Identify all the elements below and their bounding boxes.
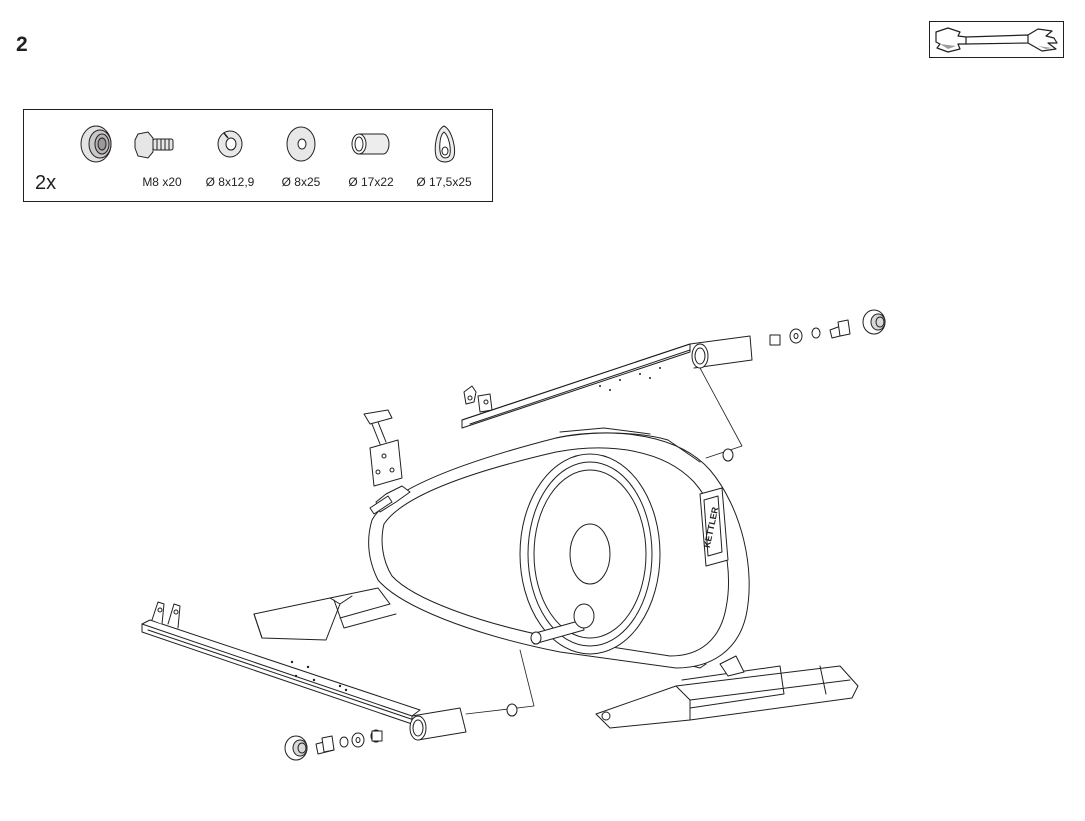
open-end-wrench-icon [935, 27, 1058, 53]
part-spacer-sleeve: Ø 17x22 [335, 118, 407, 194]
rear-foot-icon [595, 655, 859, 729]
part-label: Ø 17,5x25 [416, 175, 472, 189]
step-number: 2 [16, 33, 28, 56]
flat-washer-icon [286, 126, 316, 162]
part-flat-washer: Ø 8x25 [265, 118, 337, 194]
trainer-body-icon [363, 409, 750, 669]
rear-stabilizer-tube-icon [461, 335, 753, 429]
assembly-illustration: KETTLER [120, 290, 920, 790]
quantity-label: 2x [35, 172, 57, 194]
front-stabilizer-tube-icon [141, 601, 467, 741]
part-label: M8 x20 [142, 175, 182, 189]
part-label: Ø 17x22 [348, 175, 394, 189]
parts-list-box: 2x M8 x20 [23, 109, 493, 202]
cap-nut-icon [80, 125, 112, 163]
oval-washer-icon [434, 125, 455, 163]
bolt-icon [134, 131, 174, 159]
rear-hardware-icon [769, 309, 886, 346]
tool-box [929, 21, 1064, 58]
part-oval-washer: Ø 17,5x25 [408, 118, 480, 194]
part-bolt: M8 x20 [126, 118, 198, 194]
part-spring-washer: Ø 8x12,9 [194, 118, 266, 194]
spring-washer-icon [217, 130, 243, 158]
elliptical-trainer-assembly-icon: KETTLER [141, 309, 886, 761]
part-label: Ø 8x25 [281, 175, 321, 189]
part-label: Ø 8x12,9 [205, 175, 255, 189]
part-cap-nut [68, 118, 140, 194]
spacer-sleeve-icon [351, 133, 390, 155]
front-hardware-icon [284, 729, 383, 761]
front-foot-icon [253, 587, 397, 641]
